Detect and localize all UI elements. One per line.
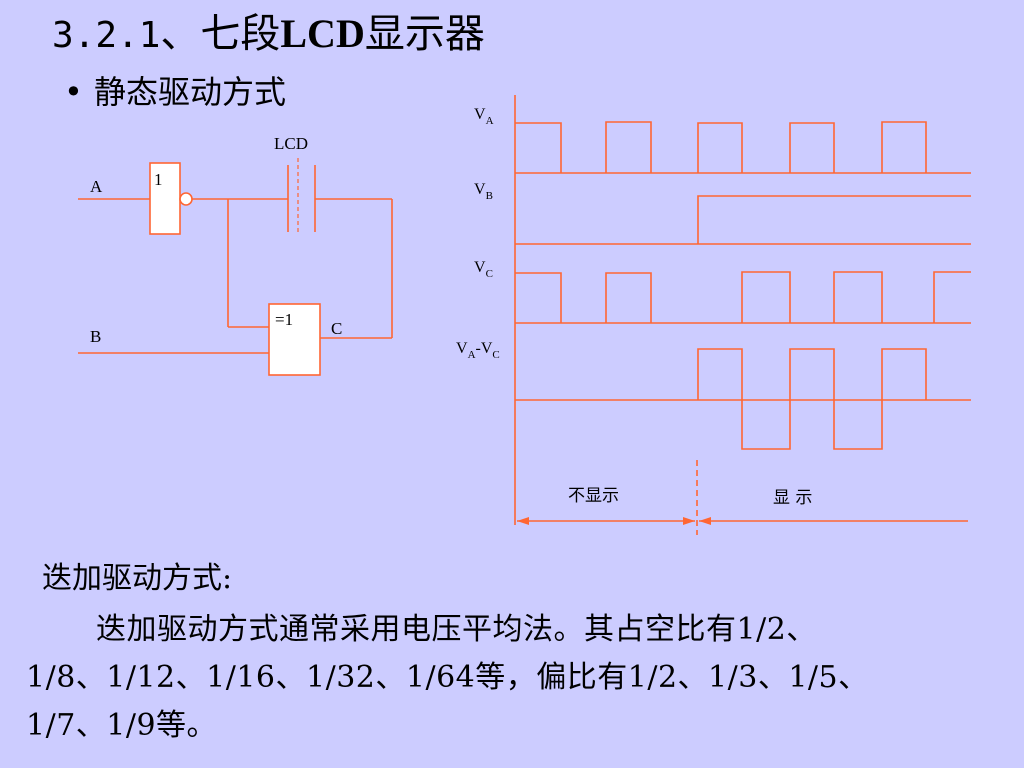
title-number: 3.2.1 [52,15,161,56]
subheading-superposition: 迭加驱动方式: [42,561,233,596]
body-line-2: 1/8、1/12、1/16、1/32、1/64等，偏比有1/2、1/3、1/5、 [26,660,869,695]
title-prefix: 七段 [200,11,281,57]
arrow-off-left [517,517,529,525]
vc-wave [515,271,971,323]
va-wave [515,121,927,173]
bullet-dot: • [64,73,83,111]
label-b: B [90,327,101,346]
title-suffix: 显示器 [364,11,485,57]
body-paragraph: 迭加驱动方式通常采用电压平均法。其占空比有1/2、 1/8、1/12、1/16、… [26,606,1024,750]
bullet-text: 静态驱动方式 [94,73,287,111]
label-va: VA [474,106,494,127]
vavc-negative-pulses [741,400,883,450]
inverter-label: 1 [154,170,163,189]
circuit [78,158,393,376]
xor-gate [268,303,321,376]
vavc-positive-pulses [697,348,927,400]
label-no-display: 不显示 [568,486,619,506]
inverter-bubble [179,192,193,206]
vb-wave [697,195,971,244]
arrow-off-right [683,517,695,525]
body-line-1: 迭加驱动方式通常采用电压平均法。其占空比有1/2、 [96,612,817,647]
label-c: C [331,319,342,338]
title-lcd: LCD [280,11,365,56]
arrow-heads [517,517,711,525]
bullet-static-drive: • 静态驱动方式 [64,70,286,114]
lcd-label: LCD [274,134,308,153]
label-vc: VC [474,259,493,280]
label-display: 显 示 [773,488,812,508]
arrow-on-left [699,517,711,525]
label-a: A [90,177,103,196]
inverter-gate [149,162,181,235]
waveforms [514,95,971,535]
xor-label: =1 [275,310,293,329]
label-vavc: VA-VC [456,340,500,361]
title-sep: 、 [160,11,201,57]
page-title: 3.2.1、七段LCD显示器 [52,8,485,62]
label-vb: VB [474,181,493,202]
body-line-3: 1/7、1/9等。 [26,708,218,743]
